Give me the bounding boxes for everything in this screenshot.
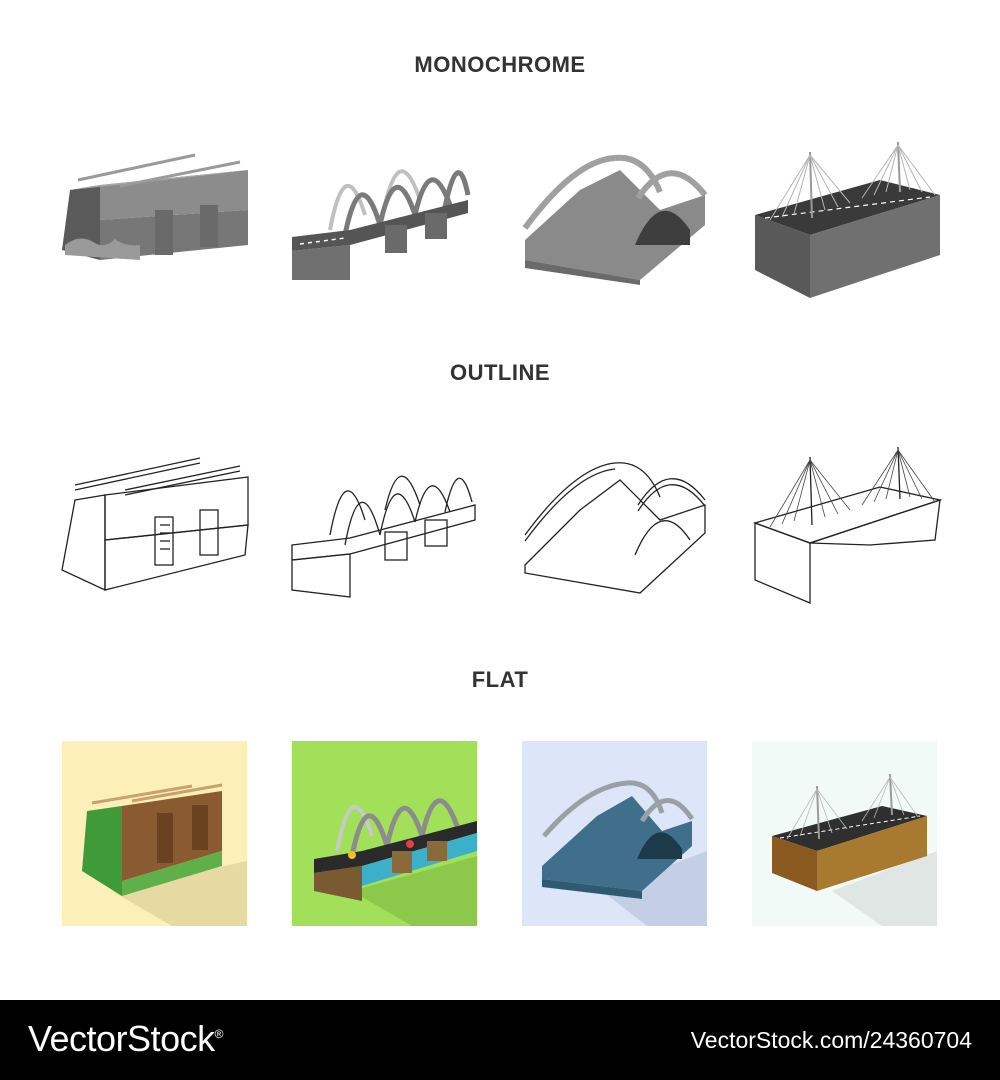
section-title-outline: OUTLINE — [449, 360, 551, 385]
beam-bridge-icon — [60, 455, 250, 595]
brand-logo[interactable]: VectorStock® — [28, 1018, 223, 1059]
flat-tile-arch-truss-bridge — [292, 741, 477, 926]
section-title-monochrome: MONOCHROME — [414, 52, 586, 77]
arch-truss-bridge-icon — [290, 145, 480, 280]
flat-tile-beam-bridge — [62, 741, 247, 926]
beam-bridge-icon — [60, 150, 250, 270]
flat-tile-cable-stayed-bridge — [752, 741, 937, 926]
section-title-flat: FLAT — [471, 667, 529, 692]
arch-truss-bridge-icon — [290, 450, 480, 600]
footer-bar: VectorStock® VectorStock.com/24360704 — [0, 1000, 1000, 1080]
cable-stayed-bridge-icon — [750, 140, 945, 300]
cable-stayed-bridge-icon — [750, 445, 945, 605]
image-url-text: VectorStock.com/24360704 — [690, 1027, 972, 1053]
stone-arch-bridge-icon — [520, 455, 710, 595]
flat-tile-stone-arch-bridge — [522, 741, 707, 926]
stone-arch-bridge-icon — [520, 150, 710, 285]
